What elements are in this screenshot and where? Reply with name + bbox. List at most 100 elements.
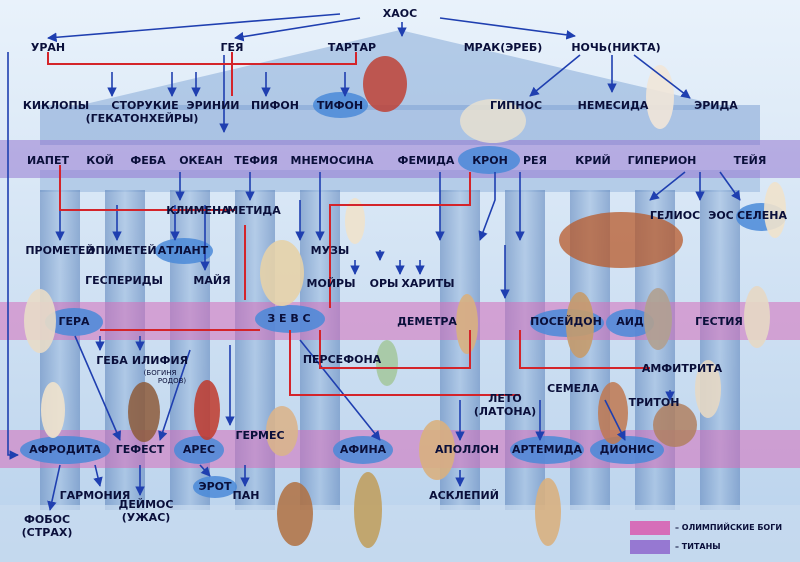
node-teyya: ТЕЙЯ <box>733 154 767 167</box>
node-asklepiy: АСКЛЕПИЙ <box>429 489 499 502</box>
node-giperion: ГИПЕРИОН <box>627 154 697 167</box>
ares-figure <box>194 380 220 440</box>
node-aid: АИД <box>616 315 644 328</box>
node-garmoniya: ГАРМОНИЯ <box>59 489 131 502</box>
afrodita-oval <box>20 436 110 464</box>
node-ilifiya-sub2: РОДОВ) <box>157 377 187 385</box>
pan-figure <box>277 482 313 546</box>
node-ares: АРЕС <box>182 443 216 456</box>
node-gipnos: ГИПНОС <box>489 99 543 112</box>
node-deymos-sub: (УЖАС) <box>121 511 171 524</box>
germes-figure <box>266 406 298 456</box>
node-persefona: ПЕРСЕФОНА <box>302 353 382 366</box>
node-fobos-sub: (СТРАХ) <box>21 526 73 539</box>
node-prometey: ПРОМЕТЕЙ <box>25 244 95 257</box>
node-kiklopy: КИКЛОПЫ <box>22 99 90 112</box>
atlant-oval <box>155 238 213 264</box>
node-afina: АФИНА <box>339 443 387 456</box>
node-zevs: З Е В С <box>267 312 311 325</box>
node-geba: ГЕБА <box>96 354 128 367</box>
node-epimetey: ЭПИМЕТЕЙ <box>87 244 157 257</box>
node-iapet: ИАПЕТ <box>27 154 69 167</box>
geliox-chariot <box>559 212 683 268</box>
node-ory: ОРЫ <box>369 277 399 290</box>
selena-figure <box>764 182 786 238</box>
node-erinii: ЭРИНИИ <box>186 99 240 112</box>
tifon-figure <box>363 56 407 112</box>
zevs-oval <box>255 305 325 333</box>
node-ilifiya-sub1: (БОГИНЯ <box>143 369 177 377</box>
node-storukie-sub: (ГЕКАТОНХЕЙРЫ) <box>85 112 199 125</box>
kron-oval <box>458 146 520 174</box>
gefest-figure <box>128 382 160 442</box>
node-nemesida: НЕМЕСИДА <box>577 99 649 112</box>
node-harity: ХАРИТЫ <box>401 277 455 290</box>
muzy-figure <box>345 198 365 244</box>
node-demetra: ДЕМЕТРА <box>397 315 457 328</box>
node-uran: УРАН <box>30 41 66 54</box>
node-maiya: МАЙЯ <box>193 274 231 287</box>
node-amfitrita: АМФИТРИТА <box>641 362 723 375</box>
node-artemida: АРТЕМИДА <box>511 443 583 456</box>
triton-figure <box>653 403 697 447</box>
kron-figure <box>460 99 526 143</box>
node-moyry: МОЙРЫ <box>306 277 356 290</box>
node-eos: ЭОС <box>708 209 734 222</box>
node-erida: ЭРИДА <box>694 99 738 112</box>
amfitrita-figure <box>695 360 721 418</box>
legend-olymp-swatch <box>630 521 670 535</box>
node-semela: СЕМЕЛА <box>547 382 599 395</box>
afina-oval <box>333 436 393 464</box>
ares-oval <box>174 436 224 464</box>
node-metida: МЕТИДА <box>227 204 281 217</box>
node-gesperidy: ГЕСПЕРИДЫ <box>85 274 163 287</box>
node-muzy: МУЗЫ <box>310 244 350 257</box>
node-geliox: ГЕЛИОС <box>649 209 701 222</box>
node-gera: ГЕРА <box>58 315 90 328</box>
node-feba: ФЕБА <box>130 154 166 167</box>
node-fobos: ФОБОС <box>23 513 71 526</box>
legend-titan-label: – ТИТАНЫ <box>675 542 721 551</box>
node-germes: ГЕРМЕС <box>235 429 285 442</box>
aid-figure <box>644 288 672 350</box>
node-afrodita: АФРОДИТА <box>29 443 101 456</box>
node-leto-sub: (ЛАТОНА) <box>473 405 537 418</box>
node-selena: СЕЛЕНА <box>737 209 787 222</box>
node-triton: ТРИТОН <box>628 396 680 409</box>
legend-olymp-label: – ОЛИМПИЙСКИЕ БОГИ <box>675 523 783 532</box>
dionis-oval <box>590 436 664 464</box>
artemida-figure <box>535 478 561 546</box>
afrodita-figure <box>41 382 65 438</box>
gera-figure <box>24 289 56 353</box>
node-noch: НОЧЬ(НИКТА) <box>571 41 661 54</box>
node-erot: ЭРОТ <box>198 480 232 493</box>
node-leto: ЛЕТО <box>488 392 522 405</box>
legend-titan-swatch <box>630 540 670 554</box>
erot-oval <box>193 476 237 498</box>
node-mrak: МРАК(ЭРЕБ) <box>463 41 543 54</box>
apollon-figure <box>419 420 455 480</box>
node-kriy: КРИЙ <box>575 154 611 167</box>
node-reya: РЕЯ <box>522 154 548 167</box>
node-geya: ГЕЯ <box>220 41 244 54</box>
node-tifon: ТИФОН <box>316 99 364 112</box>
node-pifon: ПИФОН <box>251 99 299 112</box>
node-atlant: АТЛАНТ <box>157 244 209 257</box>
gestiya-figure <box>744 286 770 348</box>
artemida-oval <box>510 436 584 464</box>
node-storukie: СТОРУКИЕ <box>111 99 179 112</box>
node-mnemosina: МНЕМОСИНА <box>290 154 374 167</box>
node-apollon: АПОЛЛОН <box>435 443 499 456</box>
afina-figure <box>354 472 382 548</box>
nemesida-figure <box>646 65 674 129</box>
node-deymos: ДЕЙМОС <box>118 498 174 511</box>
node-gestiya: ГЕСТИЯ <box>695 315 743 328</box>
node-klimena: КЛИМЕНА <box>166 204 230 217</box>
node-tefiya: ТЕФИЯ <box>234 154 278 167</box>
node-kron: КРОН <box>472 154 508 167</box>
node-koy: КОЙ <box>86 154 114 167</box>
node-pan: ПАН <box>232 489 260 502</box>
node-okean: ОКЕАН <box>179 154 223 167</box>
zevs-figure <box>260 240 304 306</box>
node-chaos: ХАОС <box>382 7 418 20</box>
